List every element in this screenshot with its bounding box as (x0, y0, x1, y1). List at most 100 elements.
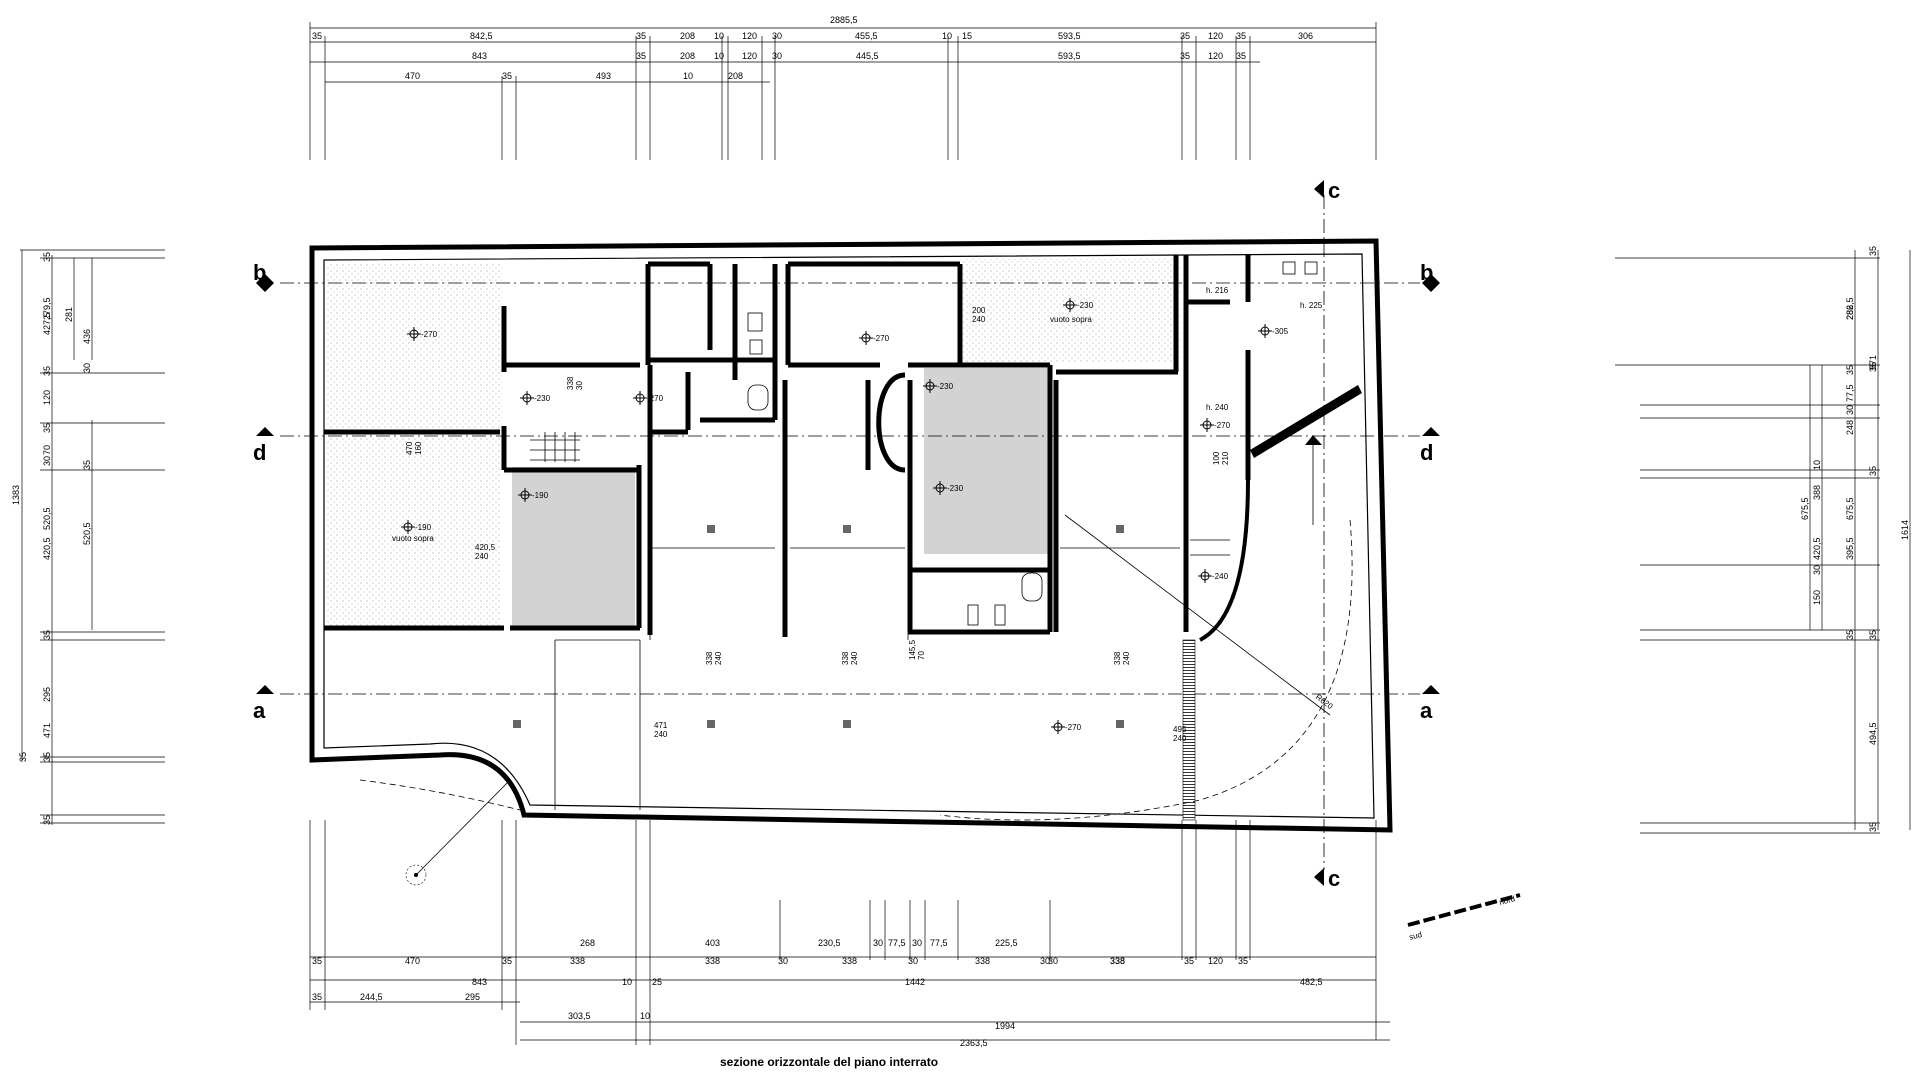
svg-text:-305: -305 (1272, 327, 1289, 336)
right-col1-5: 248 (1845, 420, 1855, 435)
top-dim-r1-11: 35 (1180, 31, 1190, 41)
north-arrow: sud nord (1407, 893, 1521, 942)
bottom-r4-1: 10 (640, 1011, 650, 1021)
bottom-r1b-5: 30 (1040, 956, 1050, 966)
bottom-r1-1: 470 (405, 956, 420, 966)
right-col2-2: 35 (1868, 362, 1878, 372)
top-dim-r1-7: 455,5 (855, 31, 878, 41)
svg-text:-230: -230 (534, 394, 551, 403)
level-marker: -230 (933, 481, 964, 495)
interior-lines (280, 195, 1420, 870)
right-col1-7: 35 (1868, 466, 1878, 476)
top-dim-r2-9: 120 (1208, 51, 1223, 61)
bottom-r2-1: 10 (622, 977, 632, 987)
top-dim-r3-0: 470 (405, 71, 420, 81)
svg-text:-190: -190 (415, 523, 432, 532)
left-col1-1: 427,5 (42, 312, 52, 335)
top-total-dim: 2885,5 (830, 15, 858, 25)
top-dim-r3-1: 35 (502, 71, 512, 81)
stair-well-center (924, 368, 1048, 554)
section-marker-b-right: b (1420, 260, 1440, 292)
bottom-r1b-1: 30 (778, 956, 788, 966)
right-col2-5: 395,5 (1845, 537, 1855, 560)
svg-text:d: d (1420, 440, 1433, 465)
top-dim-r1-10: 593,5 (1058, 31, 1081, 41)
svg-text:a: a (253, 698, 266, 723)
right-col1-14: 35 (1868, 822, 1878, 832)
top-dim-r3-4: 208 (728, 71, 743, 81)
bottom-r1b-4: 338 (975, 956, 990, 966)
level-markers: -270 -230 -270 -190 -190 -270 -230 -230 … (401, 298, 1289, 734)
level-marker: -240 (1198, 569, 1229, 583)
svg-text:-230: -230 (937, 382, 954, 391)
bottom-r4-0: 303,5 (568, 1011, 591, 1021)
bottom-r2-0: 843 (472, 977, 487, 987)
top-dim-r2-6: 445,5 (856, 51, 879, 61)
svg-text:-230: -230 (947, 484, 964, 493)
level-marker: -230 (1063, 298, 1094, 312)
right-col1-8: 675,5 (1800, 497, 1810, 520)
right-col2-1: 571 (1868, 355, 1878, 370)
bottom-r2-3: 1442 (905, 977, 925, 987)
level-marker: -230 (923, 379, 954, 393)
right-col1-11: 150 (1812, 590, 1822, 605)
right-col1-1: 282,5 (1845, 297, 1855, 320)
left-col2-2: 30 (82, 363, 92, 373)
top-dim-r2-2: 208 (680, 51, 695, 61)
note-h240: h. 240 (1206, 403, 1229, 412)
arc-center-marker (405, 864, 427, 886)
svg-text:-270: -270 (1214, 421, 1231, 430)
bottom-r1-8: 77,5 (888, 938, 906, 948)
section-marker-d-left: d (253, 427, 274, 465)
building-outline (309, 238, 1393, 833)
void-area-upper-left (327, 264, 502, 431)
level-marker: -190 (401, 520, 432, 534)
right-col1-2: 35 (1845, 365, 1855, 375)
right-col2-3: 388 (1812, 485, 1822, 500)
svg-text:-270: -270 (647, 394, 664, 403)
top-dim-r1-4: 10 (714, 31, 724, 41)
bottom-r1-11: 225,5 (995, 938, 1018, 948)
svg-text:c: c (1328, 866, 1340, 891)
bottom-r1-9: 30 (912, 938, 922, 948)
left-outer-dim: 1383 (11, 485, 21, 505)
bottom-r1-7: 30 (873, 938, 883, 948)
svg-text:c: c (1328, 178, 1340, 203)
bottom-r1b-2: 338 (842, 956, 857, 966)
opening-label: 338240 (1113, 651, 1131, 665)
opening-label: 338240 (705, 651, 723, 665)
top-dim-r1-2: 35 (636, 31, 646, 41)
top-dim-r1-1: 842,5 (470, 31, 493, 41)
top-dim-r2-5: 30 (772, 51, 782, 61)
right-col1-0: 35 (1868, 246, 1878, 256)
left-col2-4: 35 (82, 460, 92, 470)
opening-label: 145,570 (908, 639, 926, 660)
drawing-caption: sezione orizzontale del piano interrato (720, 1055, 938, 1069)
left-col1-2: 35 (42, 366, 52, 376)
level-marker: -270 (1051, 720, 1082, 734)
bottom-dimension-chains: 35 470 35 338 268 403 230,5 30 77,5 30 7… (309, 820, 1390, 1048)
section-marker-c-top: c (1314, 178, 1340, 203)
top-dim-r1-3: 208 (680, 31, 695, 41)
bottom-r1-5: 403 (705, 938, 720, 948)
right-col1-10: 30 (1812, 565, 1822, 575)
top-dimension-chains: 2885,5 35 842,5 35 208 10 1 (309, 15, 1377, 160)
top-dim-r2-0: 843 (472, 51, 487, 61)
bottom-r3-1: 244,5 (360, 992, 383, 1002)
parking-markers (513, 525, 1124, 728)
level-marker: -270 (407, 327, 438, 341)
right-col1-6: 10 (1812, 460, 1822, 470)
bottom-r1b-0: 338 (705, 956, 720, 966)
section-marker-a-right: a (1420, 685, 1440, 723)
left-col1-11: 35 (42, 815, 52, 825)
top-dim-r2-10: 35 (1236, 51, 1246, 61)
hatched-strip (1182, 639, 1196, 821)
svg-text:b: b (1420, 260, 1433, 285)
top-dim-r3-2: 493 (596, 71, 611, 81)
left-col1-7: 520,5 (42, 507, 52, 530)
